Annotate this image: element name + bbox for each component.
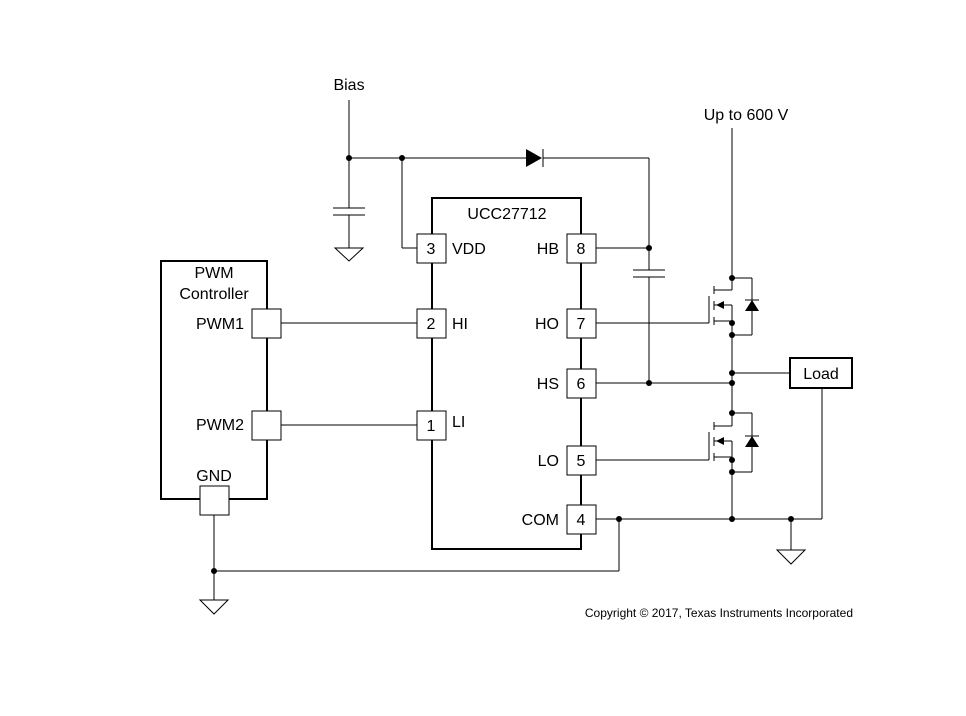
- pin-ho-name: HO: [535, 316, 559, 333]
- bootstrap-capacitor: [633, 269, 665, 383]
- controller-title-line1: PWM: [194, 265, 233, 282]
- pin-vdd: 3 VDD: [416, 233, 486, 264]
- high-voltage-supply: Up to 600 V: [704, 107, 789, 278]
- pin-lo-name: LO: [538, 453, 559, 470]
- load-label: Load: [803, 366, 839, 383]
- pin-hs: 6 HS: [537, 368, 597, 399]
- pin-hi-name: HI: [452, 316, 468, 333]
- pin-hb-name: HB: [537, 241, 559, 258]
- pin-hs-name: HS: [537, 376, 559, 393]
- pin-hi-number: 2: [427, 316, 436, 333]
- ground-return: [198, 515, 620, 615]
- pwm1-pin: [251, 308, 282, 339]
- gnd-pin: [199, 485, 230, 516]
- high-side-mosfet: [708, 277, 759, 336]
- gate-driver-ic: UCC27712: [431, 197, 582, 550]
- pin-vdd-number: 3: [427, 241, 436, 258]
- pin-li-name: LI: [452, 414, 465, 431]
- pin-li-number: 1: [427, 418, 436, 435]
- load-block: Load: [789, 357, 853, 519]
- pin-com-number: 4: [577, 512, 586, 529]
- pin-li: 1 LI: [416, 410, 465, 441]
- supply-label: Up to 600 V: [704, 107, 789, 124]
- ic-name: UCC27712: [467, 206, 546, 223]
- pin-hi: 2 HI: [416, 308, 468, 339]
- pin-hb-number: 8: [577, 241, 586, 258]
- bias-supply: Bias: [333, 77, 526, 249]
- pin-ho-number: 7: [577, 316, 586, 333]
- bias-capacitor: [333, 207, 365, 248]
- pin-lo-number: 5: [577, 453, 586, 470]
- controller-title-line2: Controller: [179, 286, 249, 303]
- junction-dots: [211, 155, 794, 574]
- pin-com-name: COM: [522, 512, 559, 529]
- bias-label: Bias: [333, 77, 364, 94]
- ground-symbol-bias: [333, 247, 365, 262]
- pin-hs-number: 6: [577, 376, 586, 393]
- pwm1-label: PWM1: [196, 316, 244, 333]
- bootstrap-diode: [526, 149, 650, 270]
- ground-symbol-power: [775, 519, 807, 565]
- copyright-notice: Copyright © 2017, Texas Instruments Inco…: [585, 606, 853, 620]
- gnd-label: GND: [196, 468, 232, 485]
- low-side-mosfet: [708, 412, 759, 473]
- pwm2-label: PWM2: [196, 417, 244, 434]
- pwm2-pin: [251, 410, 282, 441]
- pin-com: 4 COM: [522, 504, 597, 535]
- pwm-controller: PWM Controller PWM1 PWM2 GND: [160, 260, 268, 500]
- pin-hb: 8 HB: [537, 233, 597, 264]
- pin-vdd-name: VDD: [452, 241, 486, 258]
- pin-lo: 5 LO: [538, 445, 597, 476]
